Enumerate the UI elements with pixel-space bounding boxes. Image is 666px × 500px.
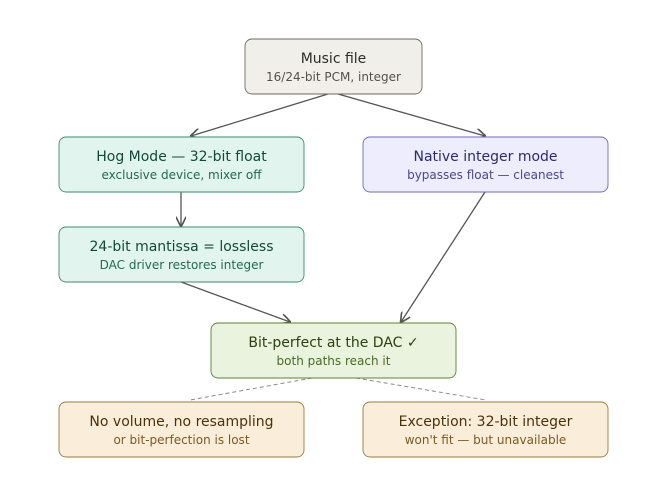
node-subtitle: DAC driver restores integer [100,258,264,272]
node-box [244,38,423,95]
node-hog-mode: Hog Mode — 32-bit float exclusive device,… [58,136,305,193]
edge-music-file-to-native-integer [337,93,485,136]
node-title: Music file [301,51,367,67]
node-box [362,401,609,458]
node-music-file: Music file 16/24-bit PCM, integer [244,38,423,95]
node-subtitle: exclusive device, mixer off [101,168,262,182]
node-box [210,322,457,379]
node-title: Native integer mode [413,149,557,165]
node-subtitle: 16/24-bit PCM, integer [266,70,401,84]
node-title: Hog Mode — 32-bit float [96,149,267,165]
node-title: Exception: 32-bit integer [399,414,573,430]
edge-bit-perfect-to-exception [355,377,487,401]
node-box [58,226,305,283]
node-title: No volume, no resampling [89,414,273,430]
node-title: Bit-perfect at the DAC ✓ [248,335,418,351]
node-box [58,401,305,458]
node-box [362,136,609,193]
edges-layer [180,93,487,401]
node-bit-perfect: Bit-perfect at the DAC ✓ both paths reach… [210,322,457,379]
node-subtitle: won't fit — but unavailable [405,433,567,447]
edge-music-file-to-hog-mode [191,93,329,136]
node-exception: Exception: 32-bit integer won't fit — but… [362,401,609,458]
node-title: 24-bit mantissa = lossless [90,239,274,255]
edge-mantissa-to-bit-perfect [180,281,290,322]
node-subtitle: both paths reach it [277,354,391,368]
edge-bit-perfect-to-no-volume [189,377,313,401]
node-no-volume: No volume, no resampling or bit-perfectio… [58,401,305,458]
node-box [58,136,305,193]
node-native-integer: Native integer mode bypasses float — clea… [362,136,609,193]
edge-native-integer-to-bit-perfect [401,191,486,322]
node-subtitle: or bit-perfection is lost [113,433,249,447]
node-subtitle: bypasses float — cleanest [407,168,564,182]
